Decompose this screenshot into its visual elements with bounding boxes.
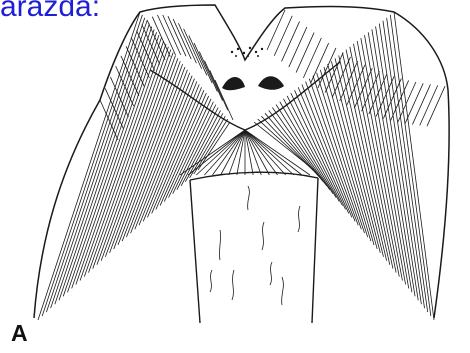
dentin-tubules bbox=[210, 186, 300, 305]
enamel-rod-lines bbox=[38, 10, 445, 320]
enamel-rod-line bbox=[135, 79, 195, 230]
enamel-rod-line bbox=[383, 21, 425, 308]
enamel-rod-line bbox=[376, 26, 419, 300]
dentin-outline bbox=[190, 172, 318, 323]
enamel-rod-line bbox=[296, 33, 314, 73]
enamel-rod-line bbox=[164, 99, 211, 202]
enamel-rod-line bbox=[84, 44, 166, 277]
enamel-rod-line bbox=[412, 84, 430, 124]
enamel-rod-line bbox=[311, 43, 329, 83]
enamel-rod-line bbox=[126, 73, 189, 237]
enamel-rod-line bbox=[295, 90, 349, 213]
enamel-rod-line bbox=[189, 35, 207, 75]
enamel-rod-line bbox=[199, 52, 217, 92]
enamel-rod-line bbox=[398, 82, 416, 122]
enamel-rod-line bbox=[420, 85, 438, 125]
enamel-rod-line bbox=[194, 43, 212, 83]
enamel-rod-line bbox=[205, 61, 223, 101]
enamel-rod-line bbox=[274, 16, 292, 56]
enamel-rod-line bbox=[93, 50, 171, 269]
enamel-rod-line bbox=[324, 67, 374, 245]
enamel-rod-line bbox=[163, 15, 181, 55]
enamel-rod-line bbox=[369, 74, 387, 114]
enamel-rod-line bbox=[178, 23, 196, 63]
fissure-left-mark bbox=[222, 77, 245, 90]
caption-text: arazda: bbox=[0, 0, 100, 22]
enamel-rod-line bbox=[59, 26, 152, 300]
enamel-rod-line bbox=[97, 53, 173, 265]
enamel-rod-line bbox=[213, 130, 246, 175]
fissure-right-mark bbox=[258, 76, 284, 90]
enamel-rod-line bbox=[131, 38, 149, 78]
enamel-rod-line bbox=[42, 15, 142, 316]
enamel-rod-line bbox=[427, 86, 445, 126]
enamel-rod-line bbox=[289, 27, 307, 67]
enamel-rod-line bbox=[303, 38, 321, 78]
enamel-rod-line bbox=[405, 83, 423, 123]
enamel-rod-line bbox=[185, 113, 223, 182]
enamel-rod-line bbox=[276, 105, 333, 194]
enamel-rod-line bbox=[114, 64, 183, 249]
enamel-rod-line bbox=[105, 58, 178, 257]
enamel-rod-line bbox=[331, 61, 380, 253]
enamel-rod-line bbox=[38, 12, 140, 320]
enamel-rod-line bbox=[282, 21, 300, 61]
enamel-rod-line bbox=[379, 24, 421, 305]
fissure-dots bbox=[231, 47, 263, 57]
panel-label: A bbox=[11, 322, 28, 345]
enamel-rod-line bbox=[340, 61, 358, 101]
enamel-rod-line bbox=[272, 108, 329, 190]
enamel-rod-line bbox=[63, 29, 154, 296]
